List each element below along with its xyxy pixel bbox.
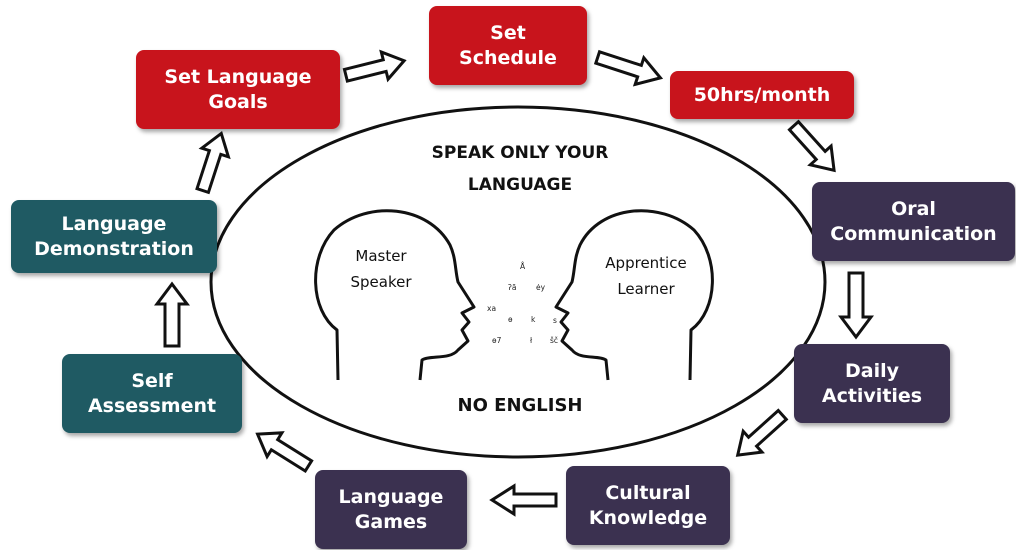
language-games-box: Language Games <box>315 470 467 549</box>
no-english-label: NO ENGLISH <box>457 395 583 416</box>
oral-communication-line1: Oral <box>891 197 936 220</box>
phonetic-symbol: Å <box>520 262 526 271</box>
center-footer: NO ENGLISH <box>395 395 645 416</box>
daily-activities-box: Daily Activities <box>794 344 950 423</box>
center-title: SPEAK ONLY YOUR LANGUAGE <box>370 137 670 202</box>
set-schedule-line1: Set <box>490 21 526 44</box>
self-assessment-line2: Assessment <box>87 394 217 417</box>
set-language-goals-line1: Set Language <box>164 65 312 88</box>
center-ellipse <box>209 105 827 459</box>
center-title-line1: SPEAK ONLY YOUR <box>431 143 609 163</box>
master-label-line2: Speaker <box>350 272 412 291</box>
set-language-goals-box: Set Language Goals <box>136 50 340 129</box>
language-demonstration-box: Language Demonstration <box>11 200 217 273</box>
language-games-line2: Games <box>354 510 428 533</box>
block-arrow-icon <box>593 49 664 87</box>
block-arrow-icon <box>787 119 836 173</box>
apprentice-head-profile-icon <box>554 209 714 381</box>
block-arrow-icon <box>735 408 789 457</box>
apprentice-learner-label: Apprentice Learner <box>596 251 696 302</box>
daily-activities-line2: Activities <box>821 384 923 407</box>
phonetic-symbol: ɵ <box>508 315 513 324</box>
block-arrow-icon <box>154 281 190 348</box>
set-schedule-line2: Schedule <box>459 46 557 69</box>
master-label-line1: Master <box>355 247 407 265</box>
language-games-line1: Language <box>338 485 444 508</box>
phonetic-symbol: ʔã <box>508 283 517 292</box>
master-head-profile-icon <box>314 209 476 381</box>
set-schedule-box: Set Schedule <box>429 6 587 85</box>
phonetic-symbol: xa <box>487 304 497 313</box>
daily-activities-line1: Daily <box>844 359 899 382</box>
block-arrow-icon <box>342 49 407 83</box>
oral-communication-box: Oral Communication <box>812 182 1015 261</box>
hours-per-month-label: 50hrs/month <box>693 83 831 106</box>
hours-per-month-box: 50hrs/month <box>670 71 854 119</box>
phonetic-symbol: s <box>553 316 557 325</box>
phonetic-symbol: ėy <box>536 283 546 292</box>
apprentice-label-line1: Apprentice <box>605 254 687 272</box>
self-assessment-line1: Self <box>131 369 173 392</box>
phonetic-symbol: ɵ7 <box>492 336 502 345</box>
self-assessment-box: Self Assessment <box>62 354 242 433</box>
block-arrow-icon <box>838 271 874 340</box>
phonetic-symbol: ł <box>530 336 533 345</box>
oral-communication-line2: Communication <box>830 222 997 245</box>
cultural-knowledge-box: Cultural Knowledge <box>566 466 730 545</box>
master-speaker-label: Master Speaker <box>336 244 426 295</box>
phonetic-symbol: k <box>531 315 536 324</box>
block-arrow-icon <box>489 483 558 517</box>
center-title-line2: LANGUAGE <box>467 175 573 196</box>
cultural-knowledge-line1: Cultural <box>605 481 691 504</box>
language-demonstration-line2: Demonstration <box>34 237 194 260</box>
cultural-knowledge-line2: Knowledge <box>588 506 708 529</box>
block-arrow-icon <box>195 130 231 195</box>
set-language-goals-line2: Goals <box>208 90 268 113</box>
phonetic-symbol: šč <box>550 336 559 345</box>
language-demonstration-line1: Language <box>61 212 167 235</box>
block-arrow-icon <box>255 431 314 474</box>
apprentice-label-line2: Learner <box>617 279 675 298</box>
